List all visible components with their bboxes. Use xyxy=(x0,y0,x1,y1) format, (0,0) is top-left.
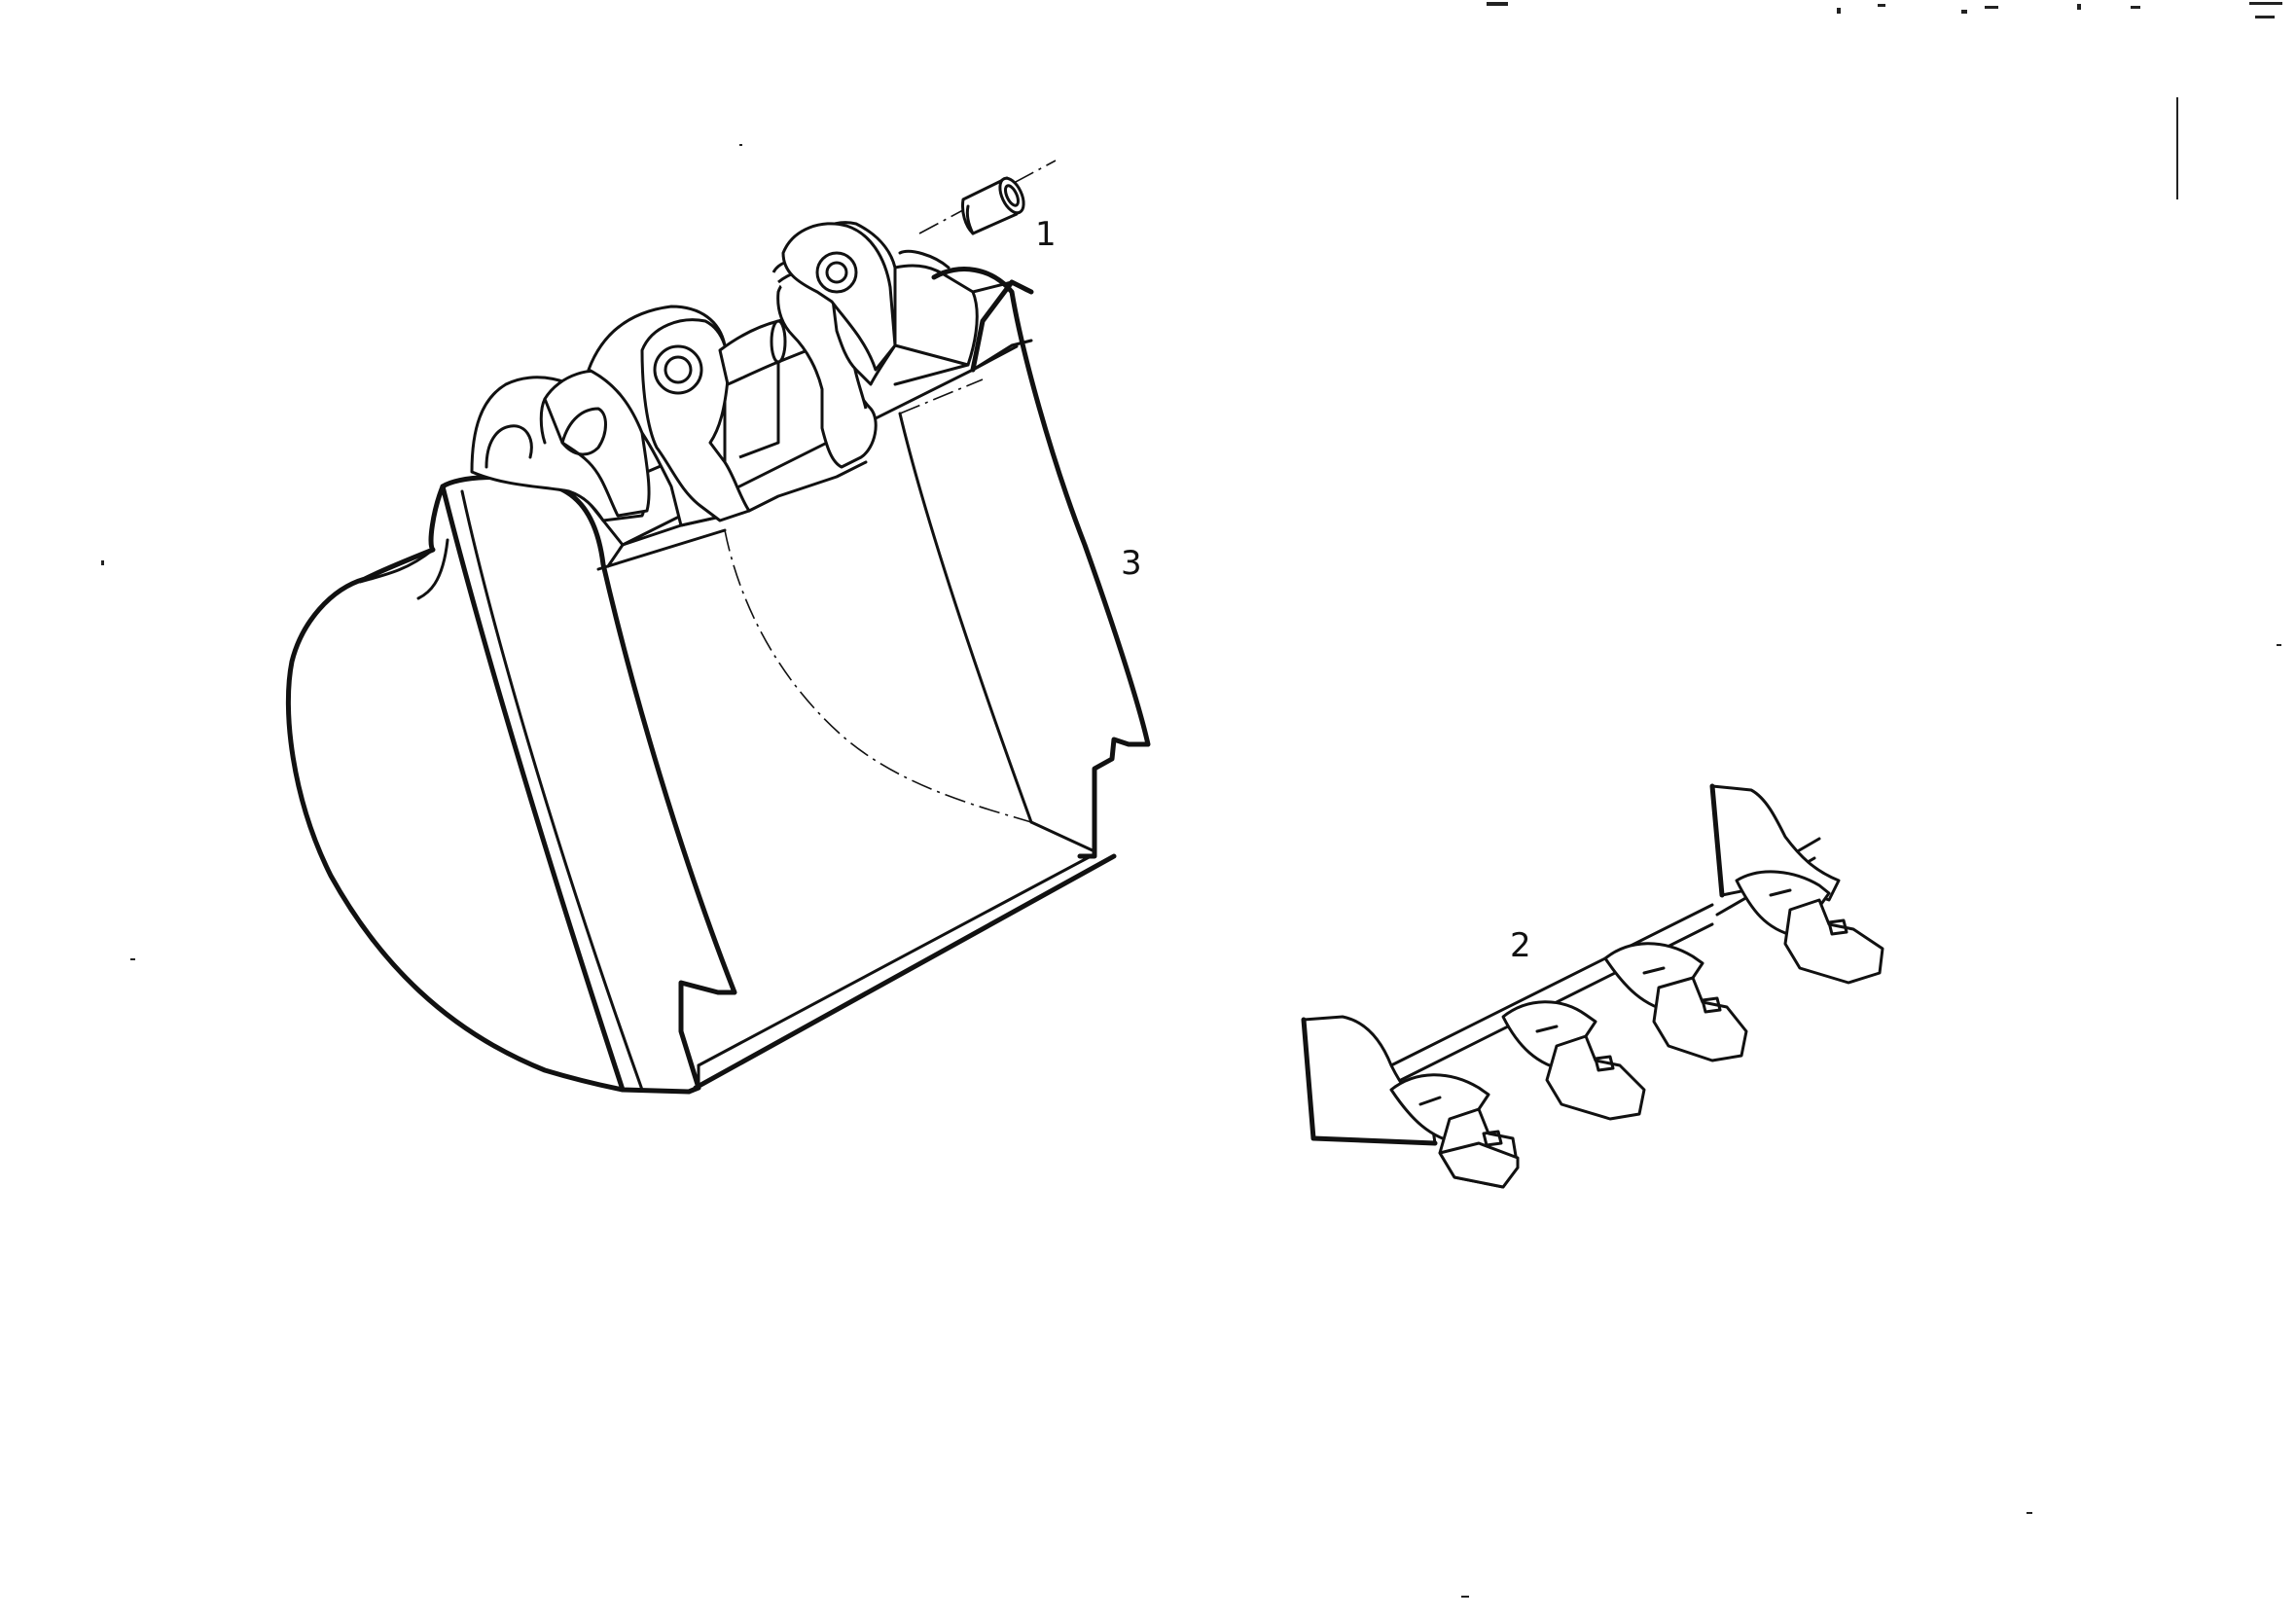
tooth-set-icon xyxy=(1301,783,1884,1189)
bushing-icon xyxy=(918,160,1057,235)
callout-3: 3 xyxy=(1121,544,1142,583)
scan-artifacts xyxy=(101,2,2282,1598)
callout-1: 1 xyxy=(1035,215,1057,254)
callout-2: 2 xyxy=(1510,926,1531,965)
bucket-icon xyxy=(285,221,1151,1095)
